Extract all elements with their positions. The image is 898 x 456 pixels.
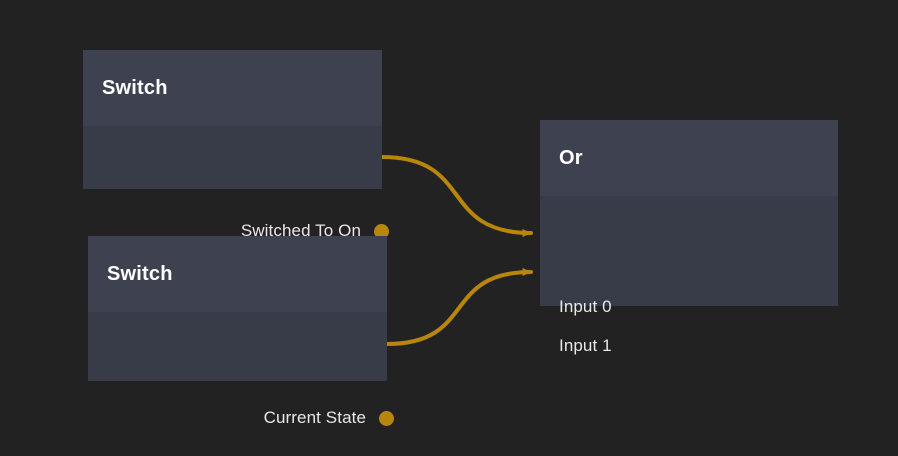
node-body: Current State	[88, 312, 394, 427]
connection-wire[interactable]	[380, 155, 533, 237]
output-port-label: Switched To On	[240, 221, 361, 240]
input-port-row[interactable]: Input 1	[540, 336, 612, 356]
connection-wire[interactable]	[385, 268, 533, 346]
node-or[interactable]: Or Input 0 Input 1	[540, 120, 838, 355]
input-port-label: Input 1	[559, 336, 612, 355]
node-body: Input 0 Input 1	[540, 196, 838, 355]
node-title: Switch	[102, 76, 168, 99]
input-port-label: Input 0	[559, 297, 612, 316]
node-title: Switch	[107, 262, 173, 285]
node-header[interactable]: Switch	[88, 236, 387, 312]
node-header[interactable]: Or	[540, 120, 838, 196]
node-header[interactable]: Switch	[83, 50, 382, 126]
node-body: Switched To On	[83, 126, 389, 240]
output-port-dot-icon[interactable]	[379, 410, 394, 426]
output-port-row[interactable]: Current State	[263, 408, 394, 428]
input-port-row[interactable]: Input 0	[540, 297, 612, 317]
node-switch-1[interactable]: Switch Switched To On	[83, 50, 389, 240]
node-title: Or	[559, 146, 583, 169]
output-port-label: Current State	[263, 408, 366, 427]
node-switch-2[interactable]: Switch Current State	[88, 236, 394, 427]
